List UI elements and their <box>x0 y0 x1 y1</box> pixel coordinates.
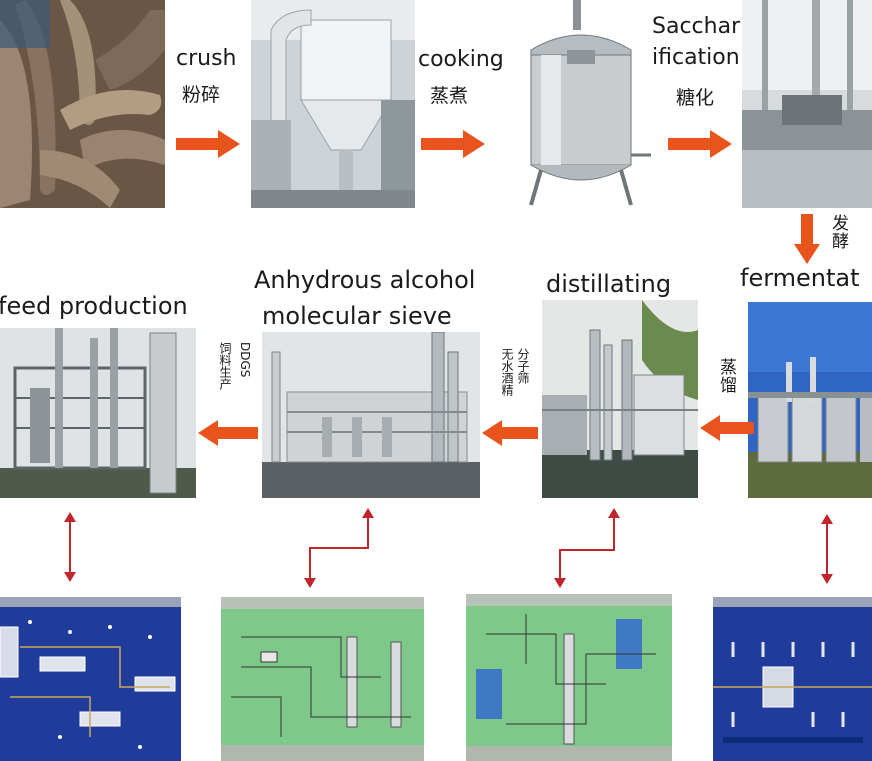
arrow-left-distillating <box>700 415 754 441</box>
arrow-left-molecular-sieve <box>482 420 538 446</box>
arrow-down-fermentation <box>794 214 820 264</box>
step-saccharification-label-1: Sacchar <box>652 14 741 39</box>
arrow-right-cooking <box>421 130 485 158</box>
photo-molecular-sieve-plant <box>262 332 480 498</box>
photo-saccharification-hall <box>742 0 872 208</box>
step-fermentation-label-cn: 发酵 <box>828 214 848 250</box>
photo-crusher <box>251 0 415 208</box>
step-cooking-label: cooking <box>418 47 504 72</box>
link-arrow-molecular-sieve <box>298 508 378 592</box>
control-screen-fermentation <box>713 597 872 761</box>
step-fermentation-label: fermentat <box>740 264 860 292</box>
step-feed-label: feed production <box>0 292 188 320</box>
step-molecular-sieve-label-cn-1: 分子筛 <box>516 348 530 384</box>
step-cooking-label-cn: 蒸煮 <box>430 85 469 107</box>
step-crush-label: crush <box>176 46 237 71</box>
photo-distillation-towers <box>542 300 698 498</box>
step-saccharification-label-cn: 糖化 <box>676 87 715 109</box>
arrow-right-crush <box>176 130 240 158</box>
step-feed-label-cn-2: 饲料生产 <box>218 342 232 390</box>
step-distillating-label: distillating <box>546 270 672 298</box>
arrow-right-saccharification <box>668 130 732 158</box>
link-arrow-fermentation <box>817 514 837 588</box>
step-saccharification-label-2: ification <box>652 45 740 70</box>
control-screen-molecular-sieve <box>221 597 424 761</box>
arrow-left-feed <box>198 420 258 446</box>
link-arrow-feed <box>60 512 80 586</box>
step-molecular-sieve-label-2: molecular sieve <box>262 302 452 330</box>
photo-cassava <box>0 0 165 208</box>
photo-cooking-vessel <box>511 0 651 208</box>
step-crush-label-cn: 粉碎 <box>182 84 221 106</box>
photo-feed-production-plant <box>0 328 196 498</box>
step-molecular-sieve-label-1: Anhydrous alcohol <box>254 266 476 294</box>
step-feed-label-cn-1: DDGS <box>238 342 252 378</box>
photo-fermentation-tanks <box>748 302 872 498</box>
step-molecular-sieve-label-cn-2: 无水酒精 <box>500 348 514 396</box>
control-screen-feed <box>0 597 181 761</box>
step-distillating-label-cn: 蒸馏 <box>716 358 736 394</box>
control-screen-distillating <box>466 594 672 761</box>
link-arrow-distillating <box>546 508 626 592</box>
